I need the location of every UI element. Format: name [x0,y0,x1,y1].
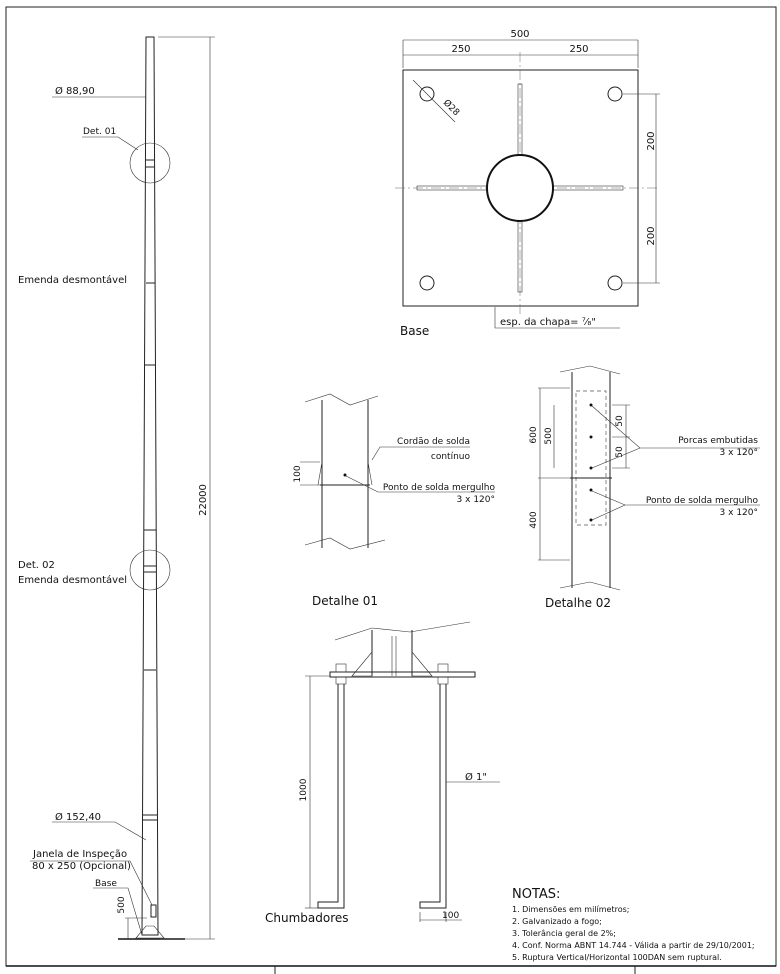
half-width-right: 250 [569,44,588,55]
pole-joints [143,159,157,821]
detail02-dim-50-bottom: 50 [615,446,625,458]
splice2-label: Emenda desmontável [18,574,127,586]
spot-weld-label-1: Ponto de solda mergulho [646,496,759,506]
notes: NOTAS: 1. Dimensões em milímetros; 2. Ga… [512,887,755,962]
note-item: 1. Dimensões em milímetros; [512,905,629,914]
anchor-bolts: 1000 Ø 1" 100 Chumbadores [265,621,500,925]
pole-base-gusset [135,925,165,939]
note-item: 3. Tolerância geral de 2%; [512,929,616,938]
base-plate-plan: Ø28 500 250 250 200 200 esp. da chapa= ⁷… [395,29,660,338]
spot-weld-label-2: 3 x 120° [457,495,495,505]
note-item: 2. Galvanizado a fogo; [512,917,602,926]
note-item: 5. Ruptura Vertical/Horizontal 100DAN se… [512,953,722,962]
detail02-title: Detalhe 02 [545,596,611,610]
detail01-title: Detalhe 01 [312,594,378,608]
inner-tube [575,390,607,526]
nuts-label-1: Porcas embutidas [678,436,758,446]
det01-circle [129,142,171,184]
hole-spacing-top: 200 [646,131,657,150]
anchor-hole [607,86,623,102]
weld-label-1: Cordão de solda [397,437,470,447]
anchors-title: Chumbadores [265,911,349,925]
hole-spacing-bottom: 200 [646,226,657,245]
detail01-dim-100: 100 [293,465,303,482]
anchor-bolt-right [419,684,447,909]
anchor-hole [419,86,435,102]
spot-weld-label-1: Ponto de solda mergulho [383,483,496,493]
det01-label: Det. 01 [83,127,116,137]
anchor-bolt-left [317,684,345,909]
height-dimension: 22000 [198,484,209,516]
detail02-dim-400: 400 [529,511,539,528]
detail02-dim-50-top: 50 [615,415,625,427]
note-item: 4. Conf. Norma ABNT 14.744 - Válida a pa… [512,941,755,950]
pole-elevation: 22000 Ø 88,90 Det. 01 Emenda desmontável… [18,36,215,940]
det02-label: Det. 02 [18,560,55,571]
det02-circle [129,549,171,591]
window-label-2: 80 x 250 (Opcional) [32,861,131,872]
hook-length-dimension: 100 [442,911,459,921]
splice1-label: Emenda desmontável [18,274,127,286]
base-title: Base [400,324,429,338]
spot-weld-label-2: 3 x 120° [720,508,758,518]
anchor-diameter: Ø 1" [465,771,487,783]
plate-width-dimension: 500 [510,29,529,40]
top-diameter-label: Ø 88,90 [55,85,95,97]
anchor-hole [607,275,623,291]
bottom-diameter-label: Ø 152,40 [55,811,101,823]
weld-label-2: contínuo [431,452,471,462]
detail-01: 100 Cordão de solda contínuo Ponto de so… [293,393,496,608]
base-height-dimension: 500 [117,896,127,913]
half-width-left: 250 [451,44,470,55]
hole-diameter: Ø28 [441,97,462,118]
detail02-dim-500: 500 [544,427,554,444]
detail02-dim-600: 600 [529,426,539,443]
base-plate-section [329,671,476,678]
pole-section-circle [486,154,554,222]
inspection-window [150,904,157,918]
pole-outline [141,36,159,936]
notes-title: NOTAS: [512,887,560,902]
nuts-label-2: 3 x 120° [720,448,758,458]
anchor-length-dimension: 1000 [299,778,309,801]
base-label: Base [95,879,117,889]
plate-thickness: esp. da chapa= ⁷⁄₈" [500,317,596,328]
window-label-1: Janela de Inspeção [32,849,127,860]
detail-02: 600 500 50 50 400 Porcas embutidas 3 x 1… [529,365,760,610]
anchor-hole [419,275,435,291]
